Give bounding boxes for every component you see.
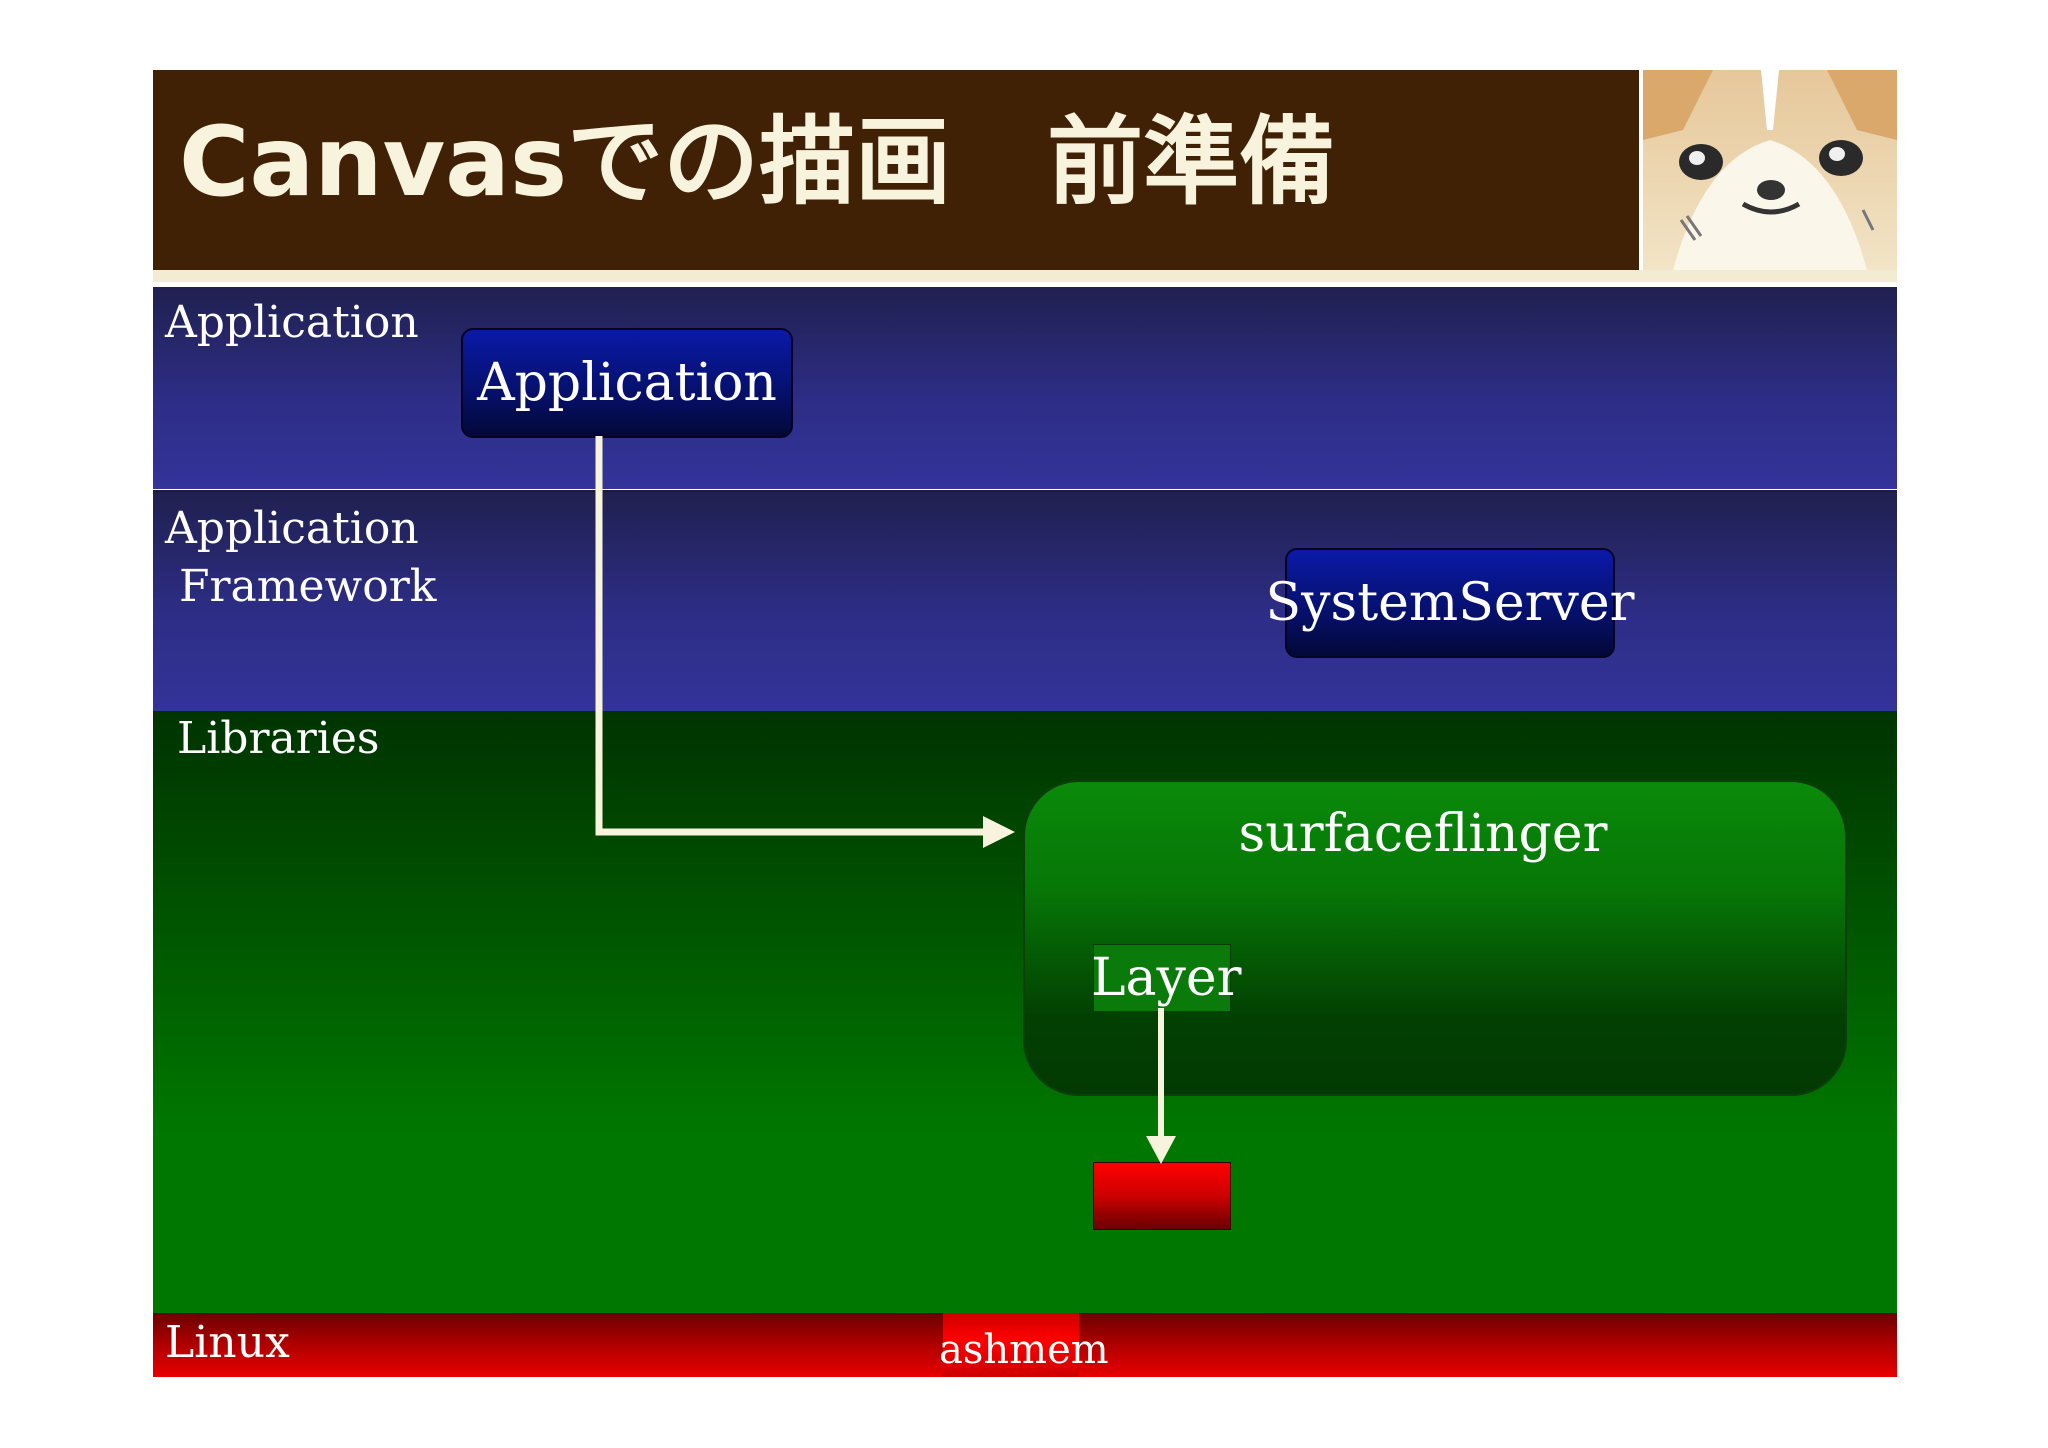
ashmem-node — [943, 1313, 1079, 1377]
framework-layer-label: Application Framework — [165, 503, 437, 612]
application-layer-label: Application — [165, 297, 419, 348]
slide: Canvasでの描画 前準備 Application Application F… — [153, 70, 1897, 1380]
slide-title: Canvasでの描画 前準備 — [179, 106, 1336, 218]
linux-layer-label: Linux — [165, 1317, 290, 1368]
shared-memory-buffer — [1093, 1162, 1231, 1230]
application-layer-band — [153, 287, 1897, 489]
mascot-icon — [1643, 70, 1897, 270]
application-node: Application — [461, 328, 793, 438]
app-to-surfaceflinger-arrowhead — [983, 816, 1015, 848]
connectors — [595, 436, 1176, 1164]
title-bar: Canvasでの描画 前準備 — [153, 70, 1639, 270]
surfaceflinger-label: surfaceflinger — [1238, 804, 1608, 864]
app-to-surfaceflinger-connector — [595, 436, 988, 836]
layer-label: Layer — [1091, 948, 1242, 1008]
ashmem-label: ashmem — [939, 1327, 1109, 1373]
layer-node — [1093, 944, 1231, 1012]
system-server-node: SystemServer — [1266, 548, 1634, 658]
title-divider — [153, 270, 1897, 282]
libraries-layer-label: Libraries — [177, 713, 380, 764]
layer-to-buffer-arrowhead — [1146, 1136, 1176, 1164]
